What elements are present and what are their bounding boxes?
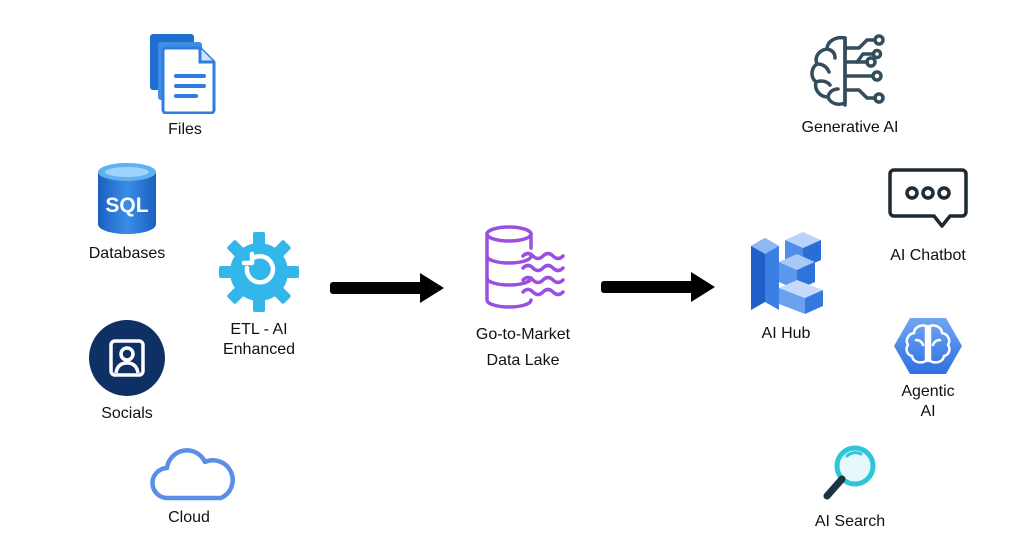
- hub-label: AI Hub: [761, 325, 811, 342]
- databases-label: Databases: [88, 245, 166, 262]
- socials-label: Socials: [101, 405, 153, 422]
- databases-node: SQL Databases: [82, 160, 172, 264]
- files-label: Files: [168, 121, 202, 138]
- etl-label-line1: ETL - AI: [230, 321, 288, 338]
- etl-label-line2: Enhanced: [222, 341, 296, 358]
- lake-node: Go-to-Market Data Lake: [460, 222, 586, 374]
- lake-label-line1: Go-to-Market: [475, 326, 571, 343]
- files-icon: [150, 34, 216, 114]
- sql-icon-text: SQL: [105, 194, 148, 217]
- magnifier-icon: [823, 445, 876, 500]
- arrow-lake-to-hub: [601, 272, 715, 302]
- agentic-label-line2: AI: [920, 403, 936, 420]
- chatbot-label: AI Chatbot: [890, 247, 966, 264]
- agentic-ai-label: Agentic AI: [901, 382, 954, 422]
- chat-bubble-icon: [888, 168, 968, 228]
- gear-refresh-icon: [219, 232, 299, 312]
- cloud-node: Cloud: [146, 448, 236, 528]
- generative-ai-node: Generative AI: [790, 32, 910, 138]
- agentic-label-line1: Agentic: [901, 383, 955, 400]
- files-node: Files: [146, 30, 224, 140]
- ai-search-label: AI Search: [814, 513, 886, 530]
- data-lake-icon: [485, 225, 565, 309]
- generative-ai-label: Generative AI: [801, 119, 899, 136]
- etl-node: ETL - AI Enhanced: [206, 230, 312, 360]
- hub-node: AI Hub: [738, 228, 834, 344]
- socials-node: Socials: [88, 318, 166, 424]
- lake-label-line2: Data Lake: [486, 352, 560, 369]
- cloud-icon: [150, 448, 235, 501]
- social-profile-icon: [89, 320, 165, 396]
- sql-database-icon: SQL: [98, 163, 156, 234]
- etl-label: ETL - AI Enhanced: [223, 320, 295, 360]
- agentic-ai-node: Agentic AI: [886, 314, 970, 422]
- chatbot-node: AI Chatbot: [876, 166, 980, 266]
- arrow-etl-to-lake: [330, 273, 444, 303]
- ai-search-node: AI Search: [800, 442, 900, 532]
- lake-label: Go-to-Market Data Lake: [476, 322, 570, 374]
- cloud-label: Cloud: [168, 509, 210, 526]
- brain-icon: [894, 318, 962, 374]
- brain-circuit-icon: [810, 34, 885, 107]
- ai-hub-icon: [751, 232, 823, 314]
